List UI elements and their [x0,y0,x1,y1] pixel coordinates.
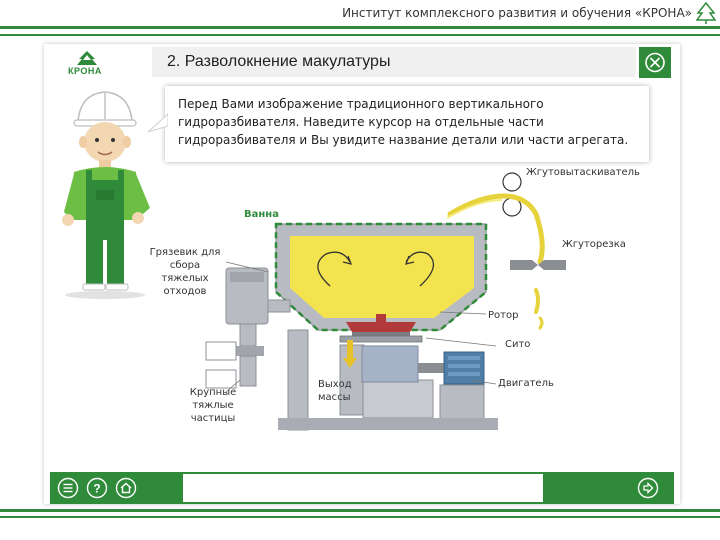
next-button[interactable] [637,477,659,499]
title-bar [152,47,636,77]
label-tank: Ванна [244,209,279,220]
label-heavy-particles: Крупные тяжлые частицы [186,386,240,425]
lesson-title: 2. Разволокнение макулатуры [167,53,391,70]
label-heavy-particles-line-3: частицы [190,413,236,424]
instruction-text: Перед Вами изображение традиционного вер… [178,95,648,149]
instruction-line-3: гидроразбивателя и Вы увидите название д… [178,133,629,147]
top-divider [0,26,720,29]
label-rotor: Ротор [488,310,519,321]
bottom-divider [0,509,720,512]
help-button[interactable]: ? [86,477,108,499]
label-dirt-trap-line-3: отходов [163,286,207,297]
home-icon [115,477,137,499]
close-icon [645,52,665,73]
home-button[interactable] [115,477,137,499]
instruction-line-2: гидроразбивателя. Наведите курсор на отд… [178,115,544,129]
label-pulp-outlet-line-2: массы [318,392,351,403]
label-sieve: Сито [505,339,531,350]
rope-cutter[interactable] [510,260,566,270]
rope-puller[interactable] [502,172,522,217]
logo-text: КРОНА [68,66,102,76]
motor[interactable] [443,351,485,385]
drive-shaft [416,363,446,373]
krona-tree-icon [695,1,717,29]
menu-icon [57,477,79,499]
instruction-line-1: Перед Вами изображение традиционного вер… [178,97,544,111]
dirt-trap[interactable] [205,267,291,389]
rotor[interactable] [346,314,416,336]
worker-character [62,91,150,299]
svg-text:?: ? [93,482,100,496]
label-dirt-trap-line-1: Грязевик для [149,247,221,258]
footer-progress-area [183,474,543,502]
bubble-tail [147,113,168,133]
bearing-housing[interactable] [361,345,419,383]
institute-title: Институт комплексного развития и обучени… [342,6,692,20]
sieve[interactable] [339,335,423,343]
krona-logo [72,50,102,73]
next-icon [637,477,659,499]
label-pulp-outlet: Выход массы [318,378,352,404]
menu-button[interactable] [57,477,79,499]
bottom-divider-thin [0,516,720,518]
instruction-bubble [165,86,649,162]
help-icon: ? [86,477,108,499]
label-rope-cutter: Жгуторезка [562,239,626,250]
label-rope-puller: Жгутовытаскиватель [526,167,640,178]
label-dirt-trap: Грязевик для сбора тяжелых отходов [145,246,225,298]
pulp-outlet-arrow[interactable] [343,340,357,368]
label-motor: Двигатель [498,378,554,389]
label-dirt-trap-line-2: сбора тяжелых [161,260,209,284]
label-pulp-outlet-line-1: Выход [318,379,352,390]
close-button[interactable] [639,47,671,78]
tank[interactable] [274,222,488,332]
label-heavy-particles-line-1: Крупные [189,387,237,398]
label-heavy-particles-line-2: тяжлые [192,400,234,411]
top-divider-thin [0,34,720,36]
